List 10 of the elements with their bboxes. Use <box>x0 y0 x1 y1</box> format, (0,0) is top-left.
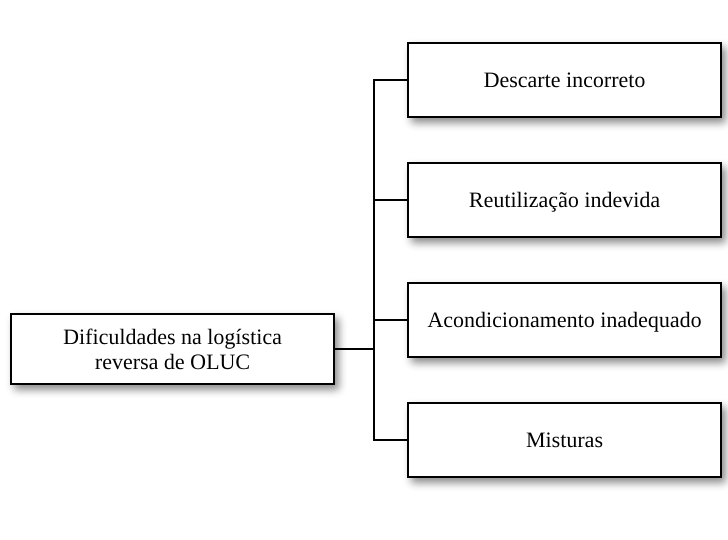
node-label: Dificuldades na logística reversa de OLUC <box>62 324 283 374</box>
category-box <box>407 162 722 238</box>
node-label: Descarte incorreto <box>482 67 646 93</box>
node-label: Reutilização indevida <box>468 187 662 213</box>
node-label: Misturas <box>525 427 604 453</box>
category-box <box>407 42 722 118</box>
category-box <box>407 402 722 478</box>
category-box <box>407 282 722 358</box>
root-box <box>10 313 335 385</box>
node-label: Acondicionamento inadequado <box>426 307 703 333</box>
